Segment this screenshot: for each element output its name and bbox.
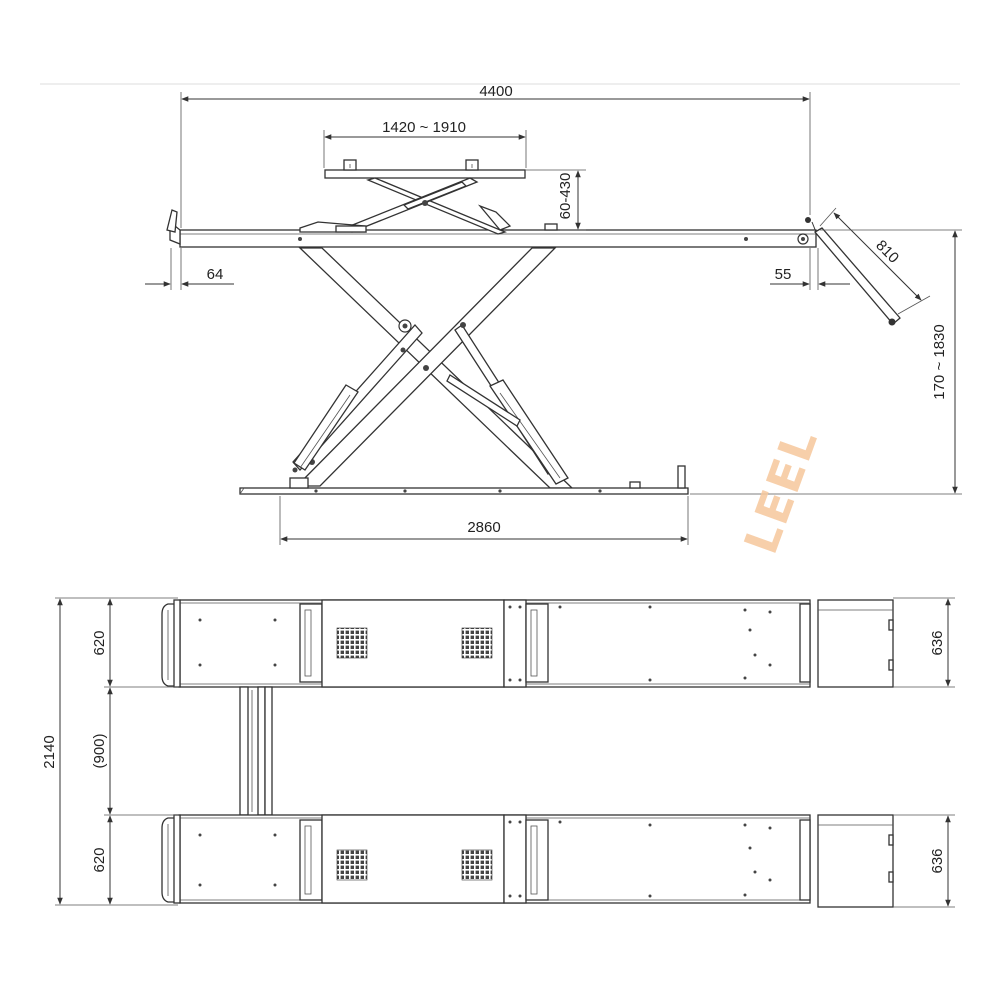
left-offset-label: 64 <box>207 266 224 283</box>
overall-width-label: 2140 <box>41 735 58 768</box>
base-length-label: 2860 <box>467 519 500 536</box>
ramp-lower <box>817 814 894 908</box>
scissor-arms <box>292 247 574 489</box>
base-frame <box>239 465 689 495</box>
right-offset-label: 55 <box>775 266 792 283</box>
secondary-platform <box>299 159 558 235</box>
watermark-logo: LEEL <box>733 420 828 560</box>
track-width-top-label: 620 <box>91 630 108 655</box>
runway-upper <box>161 599 811 688</box>
ramp-width-bottom-label: 636 <box>929 848 946 873</box>
track-width-bottom-label: 620 <box>91 847 108 872</box>
ramp-length-label: 810 <box>872 237 902 267</box>
side-view: 4400 1420 ~ 1910 60-430 64 55 810 170 ~ … <box>145 83 962 561</box>
dimension-lines-side <box>145 92 962 545</box>
platform-range-label: 1420 ~ 1910 <box>382 119 466 136</box>
dimension-lines-top <box>55 597 955 908</box>
overall-length-label: 4400 <box>479 83 512 100</box>
right-ramp <box>805 217 901 326</box>
runway-lower <box>161 814 811 904</box>
track-gap-label: (900) <box>91 733 108 768</box>
lift-height-label: 170 ~ 1830 <box>931 324 948 400</box>
platform-height-label: 60-430 <box>557 173 574 220</box>
cross-beams <box>239 686 273 816</box>
left-wheel-stop <box>166 209 181 245</box>
top-view: 620 (900) 620 2140 636 636 <box>41 597 955 908</box>
ramp-width-top-label: 636 <box>929 630 946 655</box>
ramp-upper <box>817 599 894 688</box>
